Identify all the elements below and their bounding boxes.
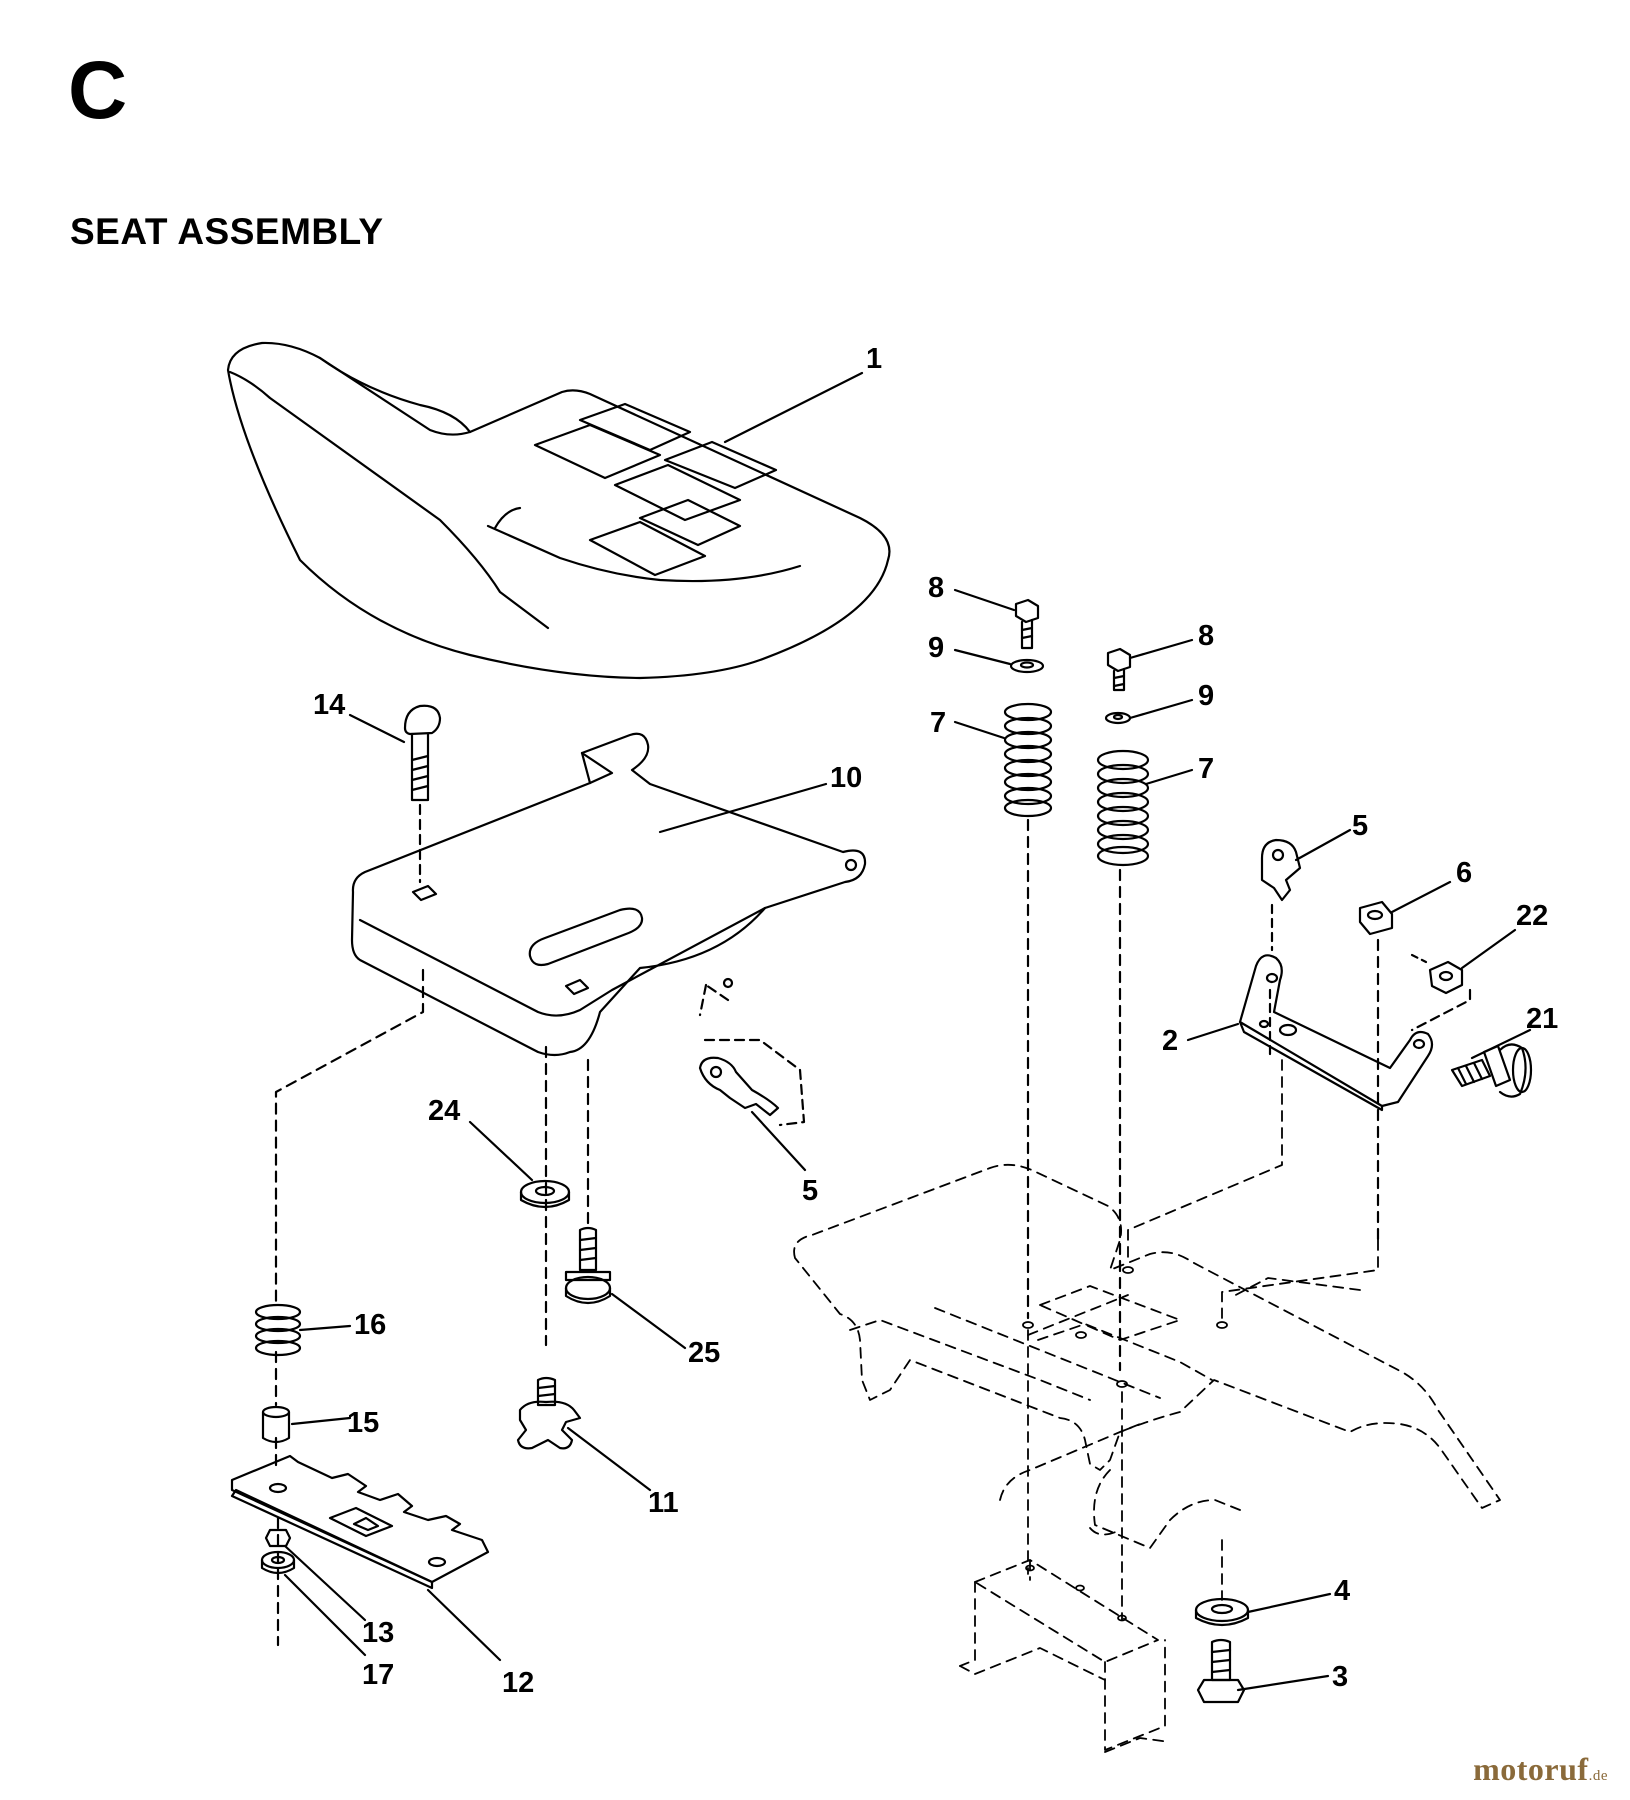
label-part-22: 22 <box>1516 900 1548 932</box>
label-part-24: 24 <box>428 1095 460 1127</box>
label-part-9a: 9 <box>928 632 944 664</box>
label-part-15: 15 <box>347 1407 379 1439</box>
carriage-bolt <box>348 704 442 884</box>
label-part-25: 25 <box>688 1337 720 1369</box>
label-part-16: 16 <box>354 1309 386 1341</box>
label-part-6: 6 <box>1456 857 1472 889</box>
mounting-bracket <box>1186 954 1434 1112</box>
seat <box>226 341 891 680</box>
clip-left <box>698 983 807 1172</box>
flat-washer <box>468 1120 571 1209</box>
label-part-8b: 8 <box>1198 620 1214 652</box>
seat-spring-small <box>254 1303 352 1357</box>
washer-4 <box>1194 1592 1332 1627</box>
assembly-lines-right <box>1127 1059 1379 1319</box>
adjustment-knob <box>516 1376 652 1492</box>
label-part-2: 2 <box>1162 1025 1178 1057</box>
label-part-14: 14 <box>313 689 345 721</box>
label-part-3: 3 <box>1332 1661 1348 1693</box>
seat-adjust-plate <box>230 1454 502 1662</box>
label-part-17: 17 <box>362 1659 394 1691</box>
shoulder-bolt <box>564 1226 687 1350</box>
tractor-frame <box>793 1163 1501 1753</box>
spring-stack-left <box>953 588 1053 1320</box>
label-part-21: 21 <box>1526 1003 1558 1035</box>
spacer <box>261 1405 352 1444</box>
label-part-10: 10 <box>830 762 862 794</box>
spring-stack-right <box>1096 638 1194 1372</box>
label-part-1: 1 <box>866 343 882 375</box>
section-letter: C <box>68 45 128 136</box>
label-part-7a: 7 <box>930 707 946 739</box>
label-part-8a: 8 <box>928 572 944 604</box>
label-part-5a: 5 <box>802 1175 818 1207</box>
clip-right <box>1260 828 1352 952</box>
frame-holes <box>1022 1266 1228 1622</box>
assembly-lines-left <box>274 968 590 1647</box>
label-part-9b: 9 <box>1198 680 1214 712</box>
nut-22 <box>1410 928 1517 1032</box>
watermark-main: motoruf <box>1473 1751 1589 1787</box>
label-part-4: 4 <box>1334 1575 1350 1607</box>
label-part-13: 13 <box>362 1617 394 1649</box>
page-title: SEAT ASSEMBLY <box>70 211 384 252</box>
label-part-11: 11 <box>648 1487 679 1519</box>
bolt-21 <box>1450 1028 1533 1098</box>
watermark-logo: motoruf.de <box>1473 1751 1608 1788</box>
part-labels: 1 14 10 8 9 7 8 9 7 5 6 22 21 2 24 5 16 … <box>313 343 1558 1699</box>
seat-pan <box>350 732 867 1057</box>
flange-nut <box>260 1550 367 1657</box>
hex-nut <box>1358 880 1452 1242</box>
label-part-12: 12 <box>502 1667 534 1699</box>
label-part-7b: 7 <box>1198 753 1214 785</box>
label-part-5b: 5 <box>1352 810 1368 842</box>
nut-small <box>264 1528 367 1622</box>
bolt-3 <box>1196 1638 1330 1704</box>
watermark-suffix: .de <box>1588 1768 1608 1784</box>
